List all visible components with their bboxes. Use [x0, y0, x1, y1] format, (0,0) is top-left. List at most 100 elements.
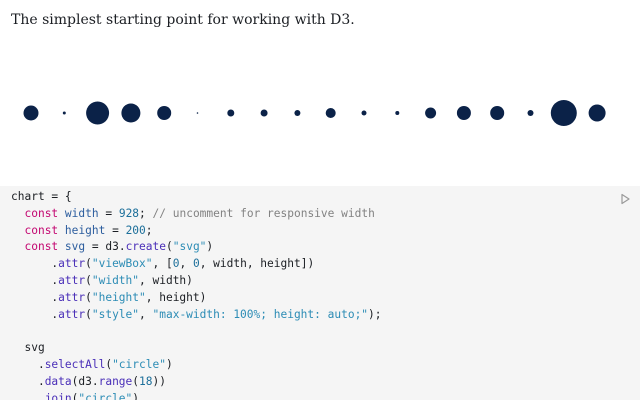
- chart-circle: [588, 104, 606, 122]
- code-token: svg: [11, 341, 45, 355]
- code-token: 18: [139, 374, 153, 388]
- code-token: (: [85, 257, 92, 271]
- code-token: (d3.: [71, 374, 99, 388]
- code-token: .: [11, 273, 59, 287]
- code-token: chart = {: [11, 190, 72, 203]
- code-token: svg: [64, 240, 86, 254]
- intro-text: The simplest starting point for working …: [11, 12, 355, 28]
- code-token: , [: [152, 257, 173, 271]
- code-line: const width = 928; // uncomment for resp…: [11, 206, 382, 223]
- code-line: svg: [11, 340, 382, 357]
- code-token: 0: [172, 257, 180, 271]
- code-token: [58, 240, 65, 253]
- chart-circle: [196, 112, 199, 114]
- code-token: (: [85, 290, 92, 304]
- code-token: selectAll: [44, 357, 106, 371]
- code-token: )): [152, 374, 166, 388]
- code-line: .join("circle"): [11, 391, 382, 400]
- code-token: 928: [118, 206, 140, 220]
- run-triangle-icon[interactable]: [619, 193, 631, 205]
- chart-circle: [260, 109, 268, 117]
- chart-circle: [121, 103, 141, 123]
- code-token: attr: [58, 273, 86, 287]
- code-line: .attr("height", height): [11, 290, 382, 307]
- code-token: create: [125, 240, 166, 254]
- code-token: "viewBox": [91, 257, 153, 271]
- code-token: data: [44, 374, 72, 388]
- circles-chart: [23, 100, 606, 126]
- code-token: (: [85, 273, 92, 287]
- code-token: .: [11, 391, 45, 400]
- code-token: ,: [179, 257, 193, 271]
- chart-circle: [23, 105, 39, 121]
- code-line: .data(d3.range(18)): [11, 374, 382, 391]
- code-token: ): [165, 357, 173, 371]
- code-token: // uncomment for responsive width: [152, 206, 375, 220]
- code-line: .attr("width", width): [11, 273, 382, 290]
- chart-circle: [227, 109, 235, 117]
- code-token: attr: [58, 257, 86, 271]
- chart-circle: [62, 111, 66, 115]
- code-token: ): [206, 240, 214, 254]
- code-token: , width, height]): [199, 257, 315, 271]
- chart-circle: [325, 108, 336, 118]
- code-token: const: [24, 206, 59, 220]
- code-token: "circle": [78, 391, 133, 400]
- chart-output: [0, 78, 640, 148]
- code-token: 200: [125, 223, 146, 237]
- code-token: attr: [58, 307, 86, 321]
- chart-circle: [425, 107, 437, 119]
- code-token: ,: [139, 307, 153, 321]
- code-line: .attr("viewBox", [0, 0, width, height]): [11, 256, 382, 273]
- chart-circle: [527, 110, 534, 116]
- code-token: attr: [58, 290, 86, 304]
- code-token: [11, 224, 24, 237]
- code-token: (: [85, 307, 92, 321]
- code-token: .: [11, 357, 45, 371]
- code-token: , height): [145, 290, 207, 304]
- code-token: (: [71, 391, 79, 400]
- code-token: height: [64, 223, 106, 237]
- code-token: "style": [91, 307, 140, 321]
- chart-circle: [395, 111, 400, 115]
- code-token: ;: [139, 206, 153, 220]
- code-token: ): [132, 391, 140, 400]
- code-block[interactable]: chart = { const width = 928; // uncommen…: [11, 189, 382, 400]
- code-token: "svg": [172, 240, 207, 254]
- code-token: "height": [91, 290, 146, 304]
- code-token: 0: [192, 257, 200, 271]
- code-token: [58, 224, 65, 237]
- code-token: (: [165, 240, 173, 254]
- code-token: (: [132, 374, 140, 388]
- code-token: [58, 207, 65, 220]
- code-token: [11, 207, 24, 220]
- code-token: range: [98, 374, 133, 388]
- code-line: [11, 323, 382, 340]
- code-cell[interactable]: chart = { const width = 928; // uncommen…: [0, 186, 640, 400]
- chart-circle: [86, 101, 110, 125]
- code-token: const: [24, 240, 59, 254]
- code-token: "circle": [112, 357, 166, 371]
- code-line: .selectAll("circle"): [11, 357, 382, 374]
- code-line: chart = {: [11, 189, 382, 206]
- code-token: [11, 240, 24, 253]
- chart-circle: [456, 106, 471, 120]
- code-token: =: [98, 206, 119, 220]
- code-line: const height = 200;: [11, 223, 382, 240]
- code-token: width: [64, 206, 99, 220]
- code-line: .attr("style", "max-width: 100%; height:…: [11, 307, 381, 324]
- code-token: =: [105, 223, 126, 237]
- chart-circle: [490, 106, 505, 120]
- code-token: .: [11, 374, 45, 388]
- code-token: .: [11, 290, 59, 304]
- code-token: "max-width: 100%; height: auto;": [152, 307, 369, 321]
- chart-circle: [294, 110, 301, 116]
- code-token: join: [44, 391, 72, 400]
- code-token: (: [105, 357, 113, 371]
- code-token: .: [11, 307, 59, 321]
- code-token: , width): [139, 273, 193, 287]
- code-token: const: [24, 223, 59, 237]
- chart-circle: [361, 110, 367, 116]
- code-token: "width": [91, 273, 140, 287]
- code-token: ;: [145, 223, 153, 237]
